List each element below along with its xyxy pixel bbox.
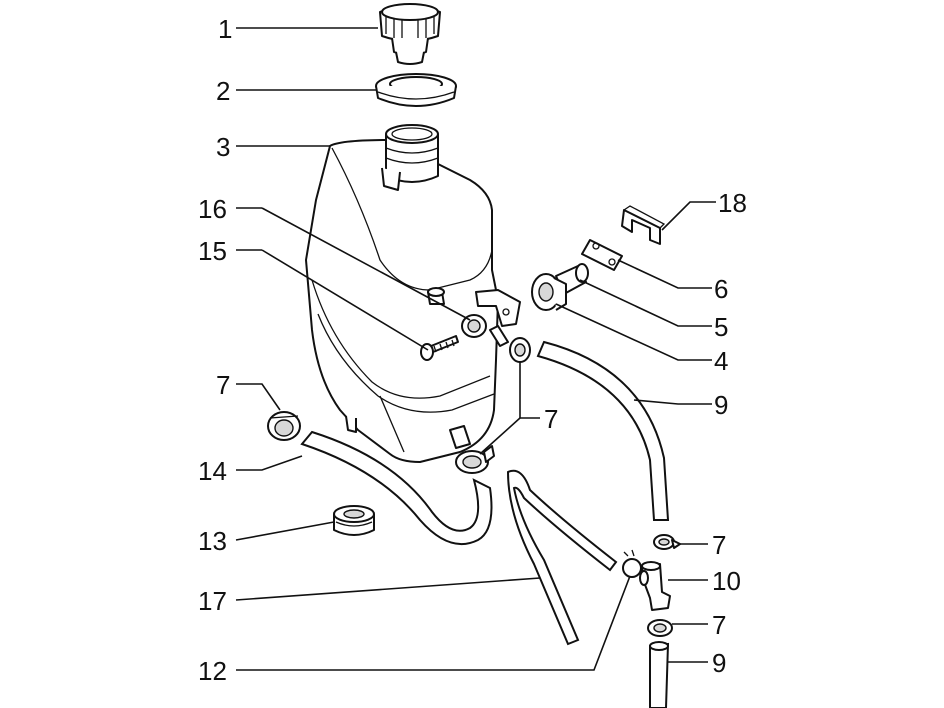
callout-4: 4 bbox=[714, 346, 728, 376]
callout-9-lower: 9 bbox=[712, 648, 726, 678]
hose-clamp-right-lower bbox=[647, 619, 673, 637]
callout-10: 10 bbox=[712, 566, 741, 596]
callout-5: 5 bbox=[714, 312, 728, 342]
rubber-grommet bbox=[461, 314, 487, 338]
callout-1: 1 bbox=[218, 14, 232, 44]
hose-left bbox=[300, 430, 493, 545]
callout-3: 3 bbox=[216, 132, 230, 162]
callout-labels: 1 2 3 16 15 7 14 13 17 12 18 6 5 4 9 7 7… bbox=[198, 14, 747, 686]
rubber-grommet-lower bbox=[333, 505, 375, 536]
expansion-tank bbox=[305, 124, 521, 463]
callout-7-center: 7 bbox=[544, 404, 558, 434]
hose-clamp-right-upper bbox=[653, 534, 681, 550]
callout-9-upper: 9 bbox=[714, 390, 728, 420]
callout-13: 13 bbox=[198, 526, 227, 556]
callout-17: 17 bbox=[198, 586, 227, 616]
callout-16: 16 bbox=[198, 194, 227, 224]
callout-6: 6 bbox=[714, 274, 728, 304]
filler-cap bbox=[379, 3, 441, 65]
t-fitting bbox=[639, 561, 671, 611]
hose-upper-right bbox=[536, 340, 670, 521]
hose-clamp-tank-outlet bbox=[455, 445, 495, 474]
mounting-plate bbox=[581, 239, 623, 271]
rubber-mount bbox=[531, 273, 567, 311]
callout-7-right-upper: 7 bbox=[712, 530, 726, 560]
retaining-clip bbox=[621, 205, 666, 245]
sealing-ring bbox=[375, 73, 457, 107]
small-hose-clamp bbox=[622, 549, 642, 578]
callout-15: 15 bbox=[198, 236, 227, 266]
hose-clamp-left bbox=[267, 411, 301, 441]
hose-lower-right bbox=[649, 641, 670, 708]
leader-lines bbox=[235, 27, 716, 671]
callout-7-left: 7 bbox=[216, 370, 230, 400]
callout-7-right-lower: 7 bbox=[712, 610, 726, 640]
callout-12: 12 bbox=[198, 656, 227, 686]
hose-clamp-upper bbox=[509, 337, 531, 363]
callout-2: 2 bbox=[216, 76, 230, 106]
drain-hose bbox=[506, 469, 618, 646]
callout-14: 14 bbox=[198, 456, 227, 486]
callout-18: 18 bbox=[718, 188, 747, 218]
